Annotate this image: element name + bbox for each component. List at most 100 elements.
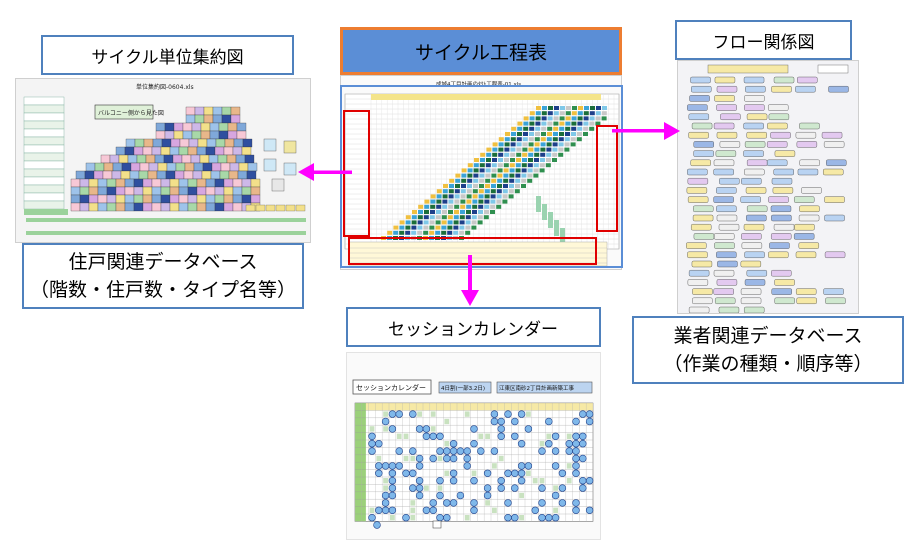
- diagonal-cell: [559, 126, 565, 131]
- diagonal-cell: [455, 173, 461, 178]
- diagonal-cell: [583, 126, 589, 131]
- flow-node: [688, 131, 709, 139]
- diagonal-cell: [528, 147, 534, 152]
- diagonal-cell: [448, 189, 454, 194]
- flow-node: [717, 260, 738, 268]
- diagonal-cell: [466, 210, 471, 214]
- diagonal-cell: [436, 194, 442, 199]
- flow-node: [770, 205, 792, 213]
- calendar-cell-mark: [526, 470, 531, 476]
- flow-node: [796, 141, 818, 148]
- diagonal-cell: [480, 158, 485, 162]
- diagonal-cell: [497, 178, 503, 183]
- flow-node: [715, 297, 736, 305]
- diagonal-cell: [498, 137, 504, 142]
- calendar-session-circle: [449, 499, 458, 507]
- diagonal-cell: [424, 199, 430, 204]
- calendar-session-circle: [572, 506, 580, 515]
- diagonal-cell: [453, 220, 459, 225]
- diagonal-cell: [472, 189, 478, 194]
- diagonal-cell: [515, 168, 521, 173]
- calendar-session-circle: [409, 447, 417, 455]
- flow-node: [716, 86, 738, 93]
- diagonal-cell: [510, 137, 516, 142]
- diagonal-cell: [583, 132, 588, 136]
- flow-node: [713, 269, 735, 277]
- diagonal-cell: [534, 142, 540, 147]
- diagonal-cell: [467, 184, 472, 188]
- flow-node: [713, 168, 734, 176]
- diagonal-cell: [461, 173, 467, 178]
- diagonal-cell: [453, 215, 459, 220]
- calendar-session-circle: [456, 491, 465, 500]
- diagonal-cell: [423, 230, 429, 235]
- diagonal-cell: [523, 116, 529, 121]
- diagonal-cell: [572, 106, 577, 110]
- side-marker: [536, 196, 541, 212]
- flow-node: [693, 141, 714, 148]
- calendar-cell-mark: [519, 492, 524, 499]
- cycle-diagonal-bars: [381, 106, 607, 244]
- diagonal-cell: [539, 163, 545, 168]
- diagonal-cell: [478, 204, 484, 209]
- flow-node: [716, 104, 737, 111]
- calendar-session-circle: [545, 417, 553, 426]
- diagonal-cell: [533, 173, 539, 178]
- diagonal-cell: [534, 158, 539, 162]
- diagonal-cell: [411, 225, 417, 230]
- diagonal-cell: [436, 189, 442, 194]
- calendar-session-circle: [388, 506, 397, 515]
- calendar-session-circle: [551, 514, 560, 522]
- contractor-db-label: 業者関連データベース （作業の種類・順序等）: [632, 316, 904, 384]
- calendar-cell-mark: [444, 470, 450, 476]
- diagonal-cell: [565, 116, 571, 121]
- arrow-to-session-calendar: [461, 255, 479, 306]
- diagonal-cell: [442, 189, 448, 194]
- flow-node: [713, 122, 735, 130]
- calendar-cell-mark: [485, 433, 490, 439]
- calendar-session-circle: [449, 476, 458, 485]
- diagonal-cell: [393, 230, 399, 235]
- calendar-session-circle: [524, 462, 533, 470]
- flow-node: [743, 223, 765, 231]
- diagonal-cell: [534, 137, 540, 142]
- calendar-session-circle: [558, 499, 567, 507]
- diagonal-cell: [571, 121, 577, 126]
- diagonal-cell: [424, 204, 430, 209]
- diagonal-cell: [484, 194, 490, 199]
- diagonal-cell: [552, 147, 558, 152]
- diagonal-cell: [542, 106, 547, 110]
- calendar-tag-2: 江東区南砂2丁目計画新築工事: [499, 384, 575, 392]
- calendar-session-circle: [436, 491, 444, 500]
- flow-header: [817, 64, 849, 74]
- diagonal-cell: [589, 116, 595, 121]
- side-box: [271, 178, 285, 192]
- flow-node: [769, 242, 790, 249]
- diagonal-cell: [417, 230, 423, 235]
- diagonal-cell: [553, 121, 559, 126]
- diagonal-cell: [485, 163, 491, 168]
- flow-node: [746, 214, 767, 222]
- flow-node: [793, 233, 815, 240]
- flow-node: [690, 159, 711, 167]
- diagonal-cell: [483, 215, 489, 220]
- diagonal-cell: [528, 142, 534, 147]
- flow-node: [687, 196, 709, 203]
- diagonal-cell: [545, 163, 551, 168]
- diagonal-cell: [521, 173, 527, 178]
- diagonal-cell: [461, 184, 466, 188]
- diagonal-cell: [497, 184, 502, 188]
- diagonal-cell: [477, 215, 483, 220]
- diagonal-cell: [418, 210, 423, 214]
- diagonal-cell: [511, 132, 516, 136]
- diagonal-cell: [504, 147, 510, 152]
- flow-node: [821, 131, 843, 139]
- diagonal-cell: [435, 225, 441, 230]
- unit-summary-drawing: 単位集約図-0604.xls バルコニー側から見た図: [23, 83, 306, 235]
- diagonal-cell: [492, 158, 497, 162]
- calendar-session-circle: [449, 439, 458, 448]
- diagonal-cell: [589, 121, 595, 126]
- diagonal-cell: [558, 147, 564, 152]
- calendar-session-circle: [415, 484, 424, 492]
- diagonal-cell: [441, 215, 447, 220]
